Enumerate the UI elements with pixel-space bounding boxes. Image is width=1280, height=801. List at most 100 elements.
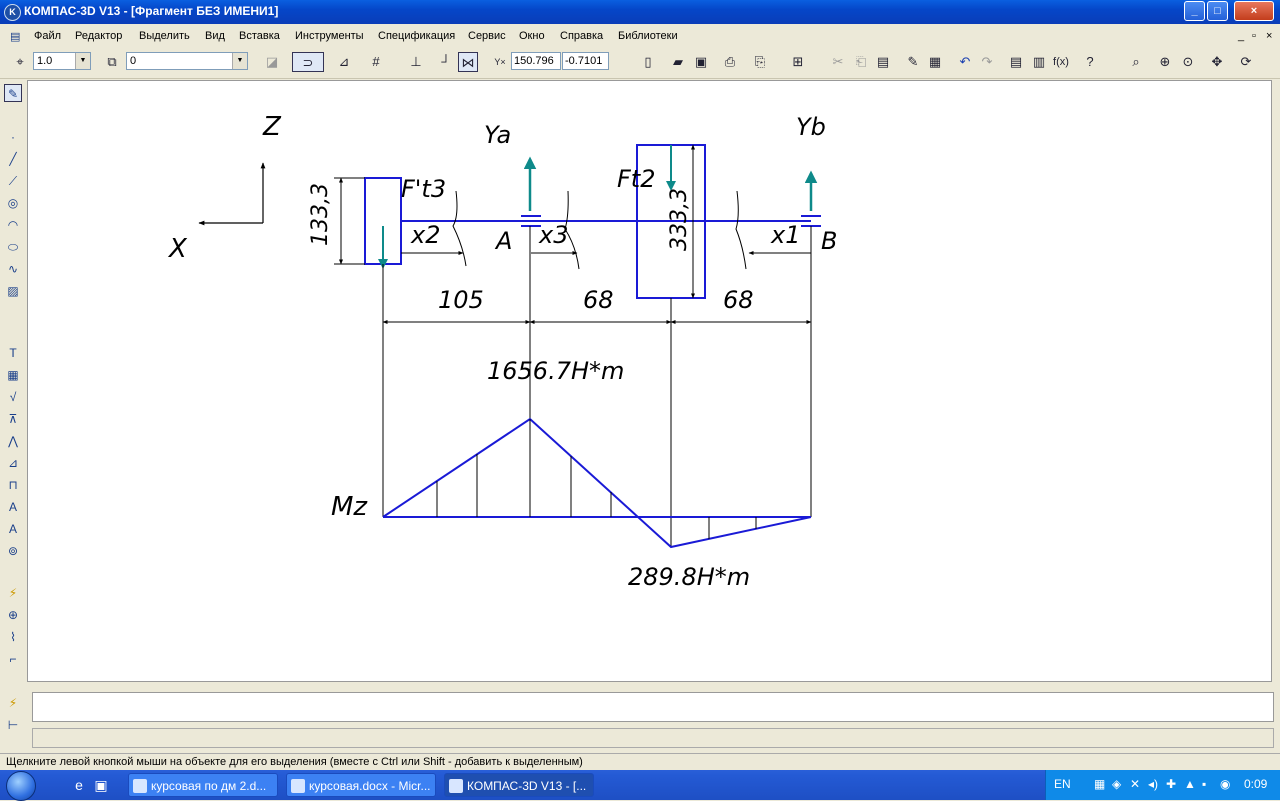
dimension-panel-icon[interactable]: ⊢ <box>7 718 19 732</box>
point-tool-icon[interactable]: · <box>11 130 15 144</box>
pan-icon[interactable]: ✥ <box>1211 54 1223 69</box>
property-panel[interactable] <box>32 692 1274 722</box>
maximize-button[interactable]: □ <box>1207 1 1228 21</box>
library-icon[interactable]: ▥ <box>1032 54 1046 69</box>
antivirus-icon[interactable]: ✚ <box>1166 777 1177 791</box>
leader-tool-icon[interactable]: ⋀ <box>8 434 18 448</box>
drawing-canvas[interactable]: Z X 133,3 F't3 333,3 Ft2 Ya <box>27 80 1272 682</box>
save-icon[interactable]: ▣ <box>694 54 708 69</box>
menu-window[interactable]: Окно <box>519 30 545 42</box>
start-button[interactable] <box>0 770 48 801</box>
coord-x-field[interactable]: 150.796 <box>511 52 561 70</box>
menu-help[interactable]: Справка <box>560 30 604 42</box>
coord-y-field[interactable]: -0.7101 <box>562 52 609 70</box>
print-icon[interactable]: ⎙ <box>724 54 736 69</box>
dimension-tool-icon[interactable]: A <box>8 500 17 514</box>
menu-insert[interactable]: Вставка <box>239 30 280 42</box>
safely-remove-icon[interactable]: ▲ <box>1184 777 1196 791</box>
edit-tool-icon[interactable]: ⚡ <box>8 586 18 600</box>
doc-restore-button[interactable]: ▫ <box>1252 30 1256 42</box>
paste-icon[interactable]: ▤ <box>876 54 890 69</box>
minimize-button[interactable]: _ <box>1184 1 1205 21</box>
scale-select[interactable]: 1.0▼ <box>33 52 91 70</box>
corner-tool-icon[interactable]: ⌐ <box>9 652 17 666</box>
doc-minimize-button[interactable]: _ <box>1238 30 1245 42</box>
object-manager-icon[interactable]: ⊞ <box>792 54 804 69</box>
view-arrow-icon[interactable]: ⊚ <box>7 544 19 558</box>
base-tool-icon[interactable]: ⊼ <box>8 412 18 426</box>
fill-tool-icon[interactable]: ▨ <box>7 284 19 298</box>
menu-libraries[interactable]: Библиотеки <box>618 30 678 42</box>
task-doc2[interactable]: курсовая.docx - Micr... <box>286 773 436 797</box>
auxiliary-line-icon[interactable]: ╱ <box>9 152 17 166</box>
magnet-snap-icon[interactable]: ⊃ <box>292 52 324 72</box>
windows-logo-icon <box>6 771 36 801</box>
text-tool-icon[interactable]: T <box>9 346 17 360</box>
copy-icon[interactable]: ⎗ <box>855 54 867 69</box>
redo-icon[interactable]: ↷ <box>981 54 993 69</box>
properties-brush-icon[interactable]: ✎ <box>907 54 919 69</box>
print-preview-icon[interactable]: ⎘ <box>754 54 766 69</box>
undo-icon[interactable]: ↶ <box>959 54 971 69</box>
round-icon[interactable]: ⋈ <box>458 52 478 72</box>
ellipse-tool-icon[interactable]: ⬭ <box>7 240 19 254</box>
measure-tool-icon[interactable]: ⊕ <box>7 608 19 622</box>
menu-edit[interactable]: Редактор <box>75 30 123 42</box>
doc-close-button[interactable]: × <box>1266 30 1273 42</box>
desktop-icon[interactable]: ▣ <box>94 777 108 793</box>
zoom-scale-icon[interactable]: ⊙ <box>1182 54 1194 69</box>
cut-icon[interactable]: ✂ <box>832 54 844 69</box>
layers-icon[interactable]: ⧉ <box>107 54 117 69</box>
zoom-in-icon[interactable]: ⊕ <box>1159 54 1171 69</box>
zoom-window-icon[interactable]: ⌕ <box>1132 54 1140 69</box>
right-scroll-strip[interactable] <box>1272 80 1280 682</box>
local-cs-icon[interactable]: ⊥ <box>410 54 422 69</box>
layer-properties-icon[interactable]: ◪ <box>265 54 279 69</box>
menu-service[interactable]: Сервис <box>468 30 506 42</box>
layer-select[interactable]: 0▼ <box>126 52 248 70</box>
refresh-icon[interactable]: ⟳ <box>1240 54 1252 69</box>
support-a-label: A <box>494 227 512 255</box>
menu-select[interactable]: Выделить <box>139 30 190 42</box>
grid-icon[interactable]: # <box>372 54 380 69</box>
ortho-icon[interactable]: ┘ <box>441 54 451 69</box>
shield-icon[interactable]: ◈ <box>1112 777 1122 791</box>
chevron-down-icon[interactable]: ▼ <box>75 53 90 69</box>
menu-specification[interactable]: Спецификация <box>378 30 456 42</box>
device-icon[interactable]: ▪ <box>1202 777 1207 791</box>
text-leader-icon[interactable]: A <box>8 522 17 536</box>
menu-view[interactable]: Вид <box>205 30 225 42</box>
help-pointer-icon[interactable]: ? <box>1086 54 1094 69</box>
task-kompas[interactable]: КОМПАС-3D V13 - [... <box>444 773 594 797</box>
table-tool-icon[interactable]: ▦ <box>7 368 19 382</box>
geometry-tool-icon[interactable]: ✎ <box>4 84 22 102</box>
open-folder-icon[interactable]: ▰ <box>673 54 683 69</box>
language-indicator[interactable]: EN <box>1054 777 1071 791</box>
menu-file[interactable]: Файл <box>34 30 62 42</box>
cursor-snap-icon[interactable]: ⌖ <box>16 54 24 69</box>
menu-tools[interactable]: Инструменты <box>295 30 364 42</box>
tools-icon[interactable]: ✕ <box>1130 777 1141 791</box>
network-icon[interactable]: ▦ <box>1094 777 1106 791</box>
task-doc1[interactable]: курсовая по дм 2.d... <box>128 773 278 797</box>
circle-tool-icon[interactable]: ◎ <box>7 196 19 210</box>
auto-create-icon[interactable]: ⚡ <box>8 696 18 710</box>
update-icon[interactable]: ◉ <box>1220 777 1231 791</box>
manager-icon[interactable]: ▤ <box>1009 54 1023 69</box>
spline-tool-icon[interactable]: ∿ <box>7 262 19 276</box>
tolerance-tool-icon[interactable]: ⊓ <box>8 478 18 492</box>
ie-icon[interactable]: e <box>75 777 83 793</box>
segment-tool-icon[interactable]: ⟋ <box>8 174 18 188</box>
new-document-icon[interactable]: ▯ <box>644 54 652 69</box>
arc-tool-icon[interactable]: ◠ <box>7 218 19 232</box>
chevron-down-icon[interactable]: ▼ <box>232 53 247 69</box>
variables-fx-icon[interactable]: f(x) <box>1053 56 1069 68</box>
local-snap-icon[interactable]: ⊿ <box>338 54 350 69</box>
position-tool-icon[interactable]: ⊿ <box>7 456 19 470</box>
close-button[interactable]: × <box>1234 1 1274 21</box>
curve-tool-icon[interactable]: ⌇ <box>10 630 16 644</box>
taskbar: e ▣ курсовая по дм 2.d... курсовая.docx … <box>0 770 1280 801</box>
roughness-tool-icon[interactable]: √ <box>9 390 17 404</box>
volume-icon[interactable]: ◂) <box>1148 777 1159 791</box>
view-manager-icon[interactable]: ▦ <box>928 54 942 69</box>
